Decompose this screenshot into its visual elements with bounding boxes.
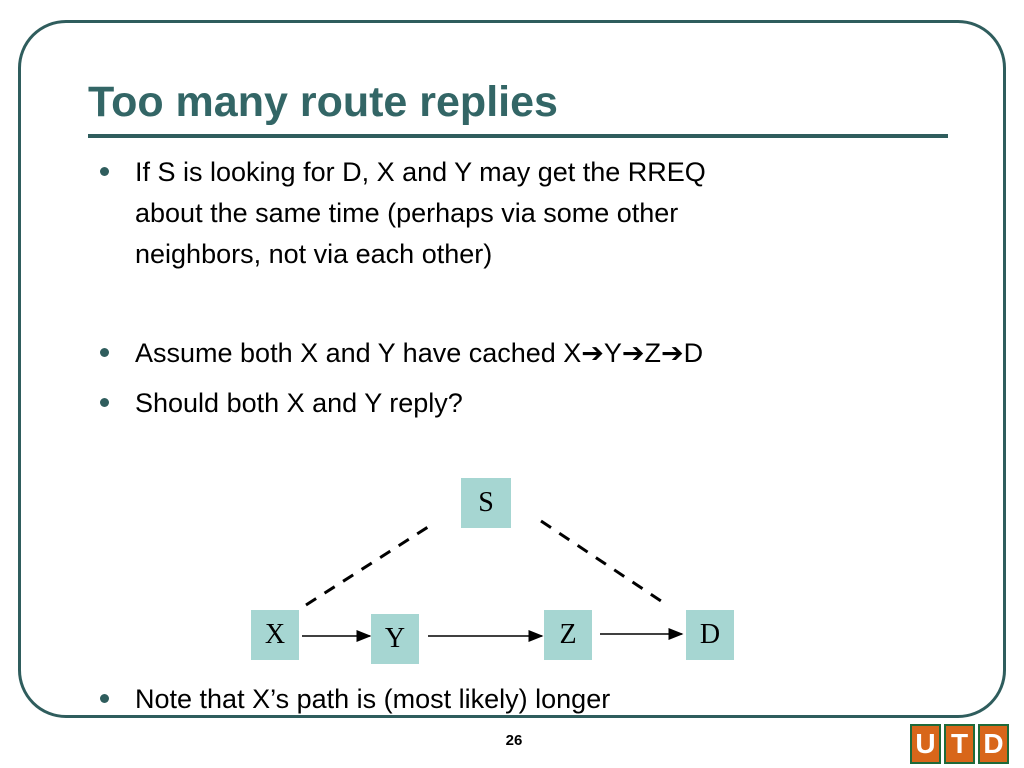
bullet-text: Should both X and Y reply? [135,388,463,418]
page-number: 26 [505,732,523,749]
title-underline [88,134,948,138]
bullet-item-3: Should both X and Y reply? [100,383,463,424]
dashed-link-s-d [540,519,668,607]
logo-letter-d: D [978,724,1009,764]
utd-logo: U T D [910,724,1009,766]
logo-letter-t: T [944,724,975,764]
bullet-dot-icon [100,398,109,407]
bullet-item-4: Note that X’s path is (most likely) long… [100,679,610,720]
bullet-dot-icon [100,694,109,703]
logo-letter-u: U [910,724,941,764]
node-s: S [461,478,511,528]
bullet-item-1: If S is looking for D, X and Y may get t… [100,152,706,275]
node-d: D [686,610,734,660]
node-y: Y [371,614,419,664]
node-z: Z [544,610,592,660]
slide-frame [18,20,1006,718]
slide-title: Too many route replies [88,78,558,126]
bullet-item-2: Assume both X and Y have cached X➔Y➔Z➔D [100,333,703,374]
bullet-dot-icon [100,167,109,176]
bullet-text: Note that X’s path is (most likely) long… [135,684,611,714]
dashed-link-x-s [305,525,429,607]
bullet-dot-icon [100,348,109,357]
node-x: X [251,610,299,660]
bullet-text: Assume both X and Y have cached X➔Y➔Z➔D [135,338,704,368]
bullet-text: If S is looking for D, X and Y may get t… [135,157,706,269]
